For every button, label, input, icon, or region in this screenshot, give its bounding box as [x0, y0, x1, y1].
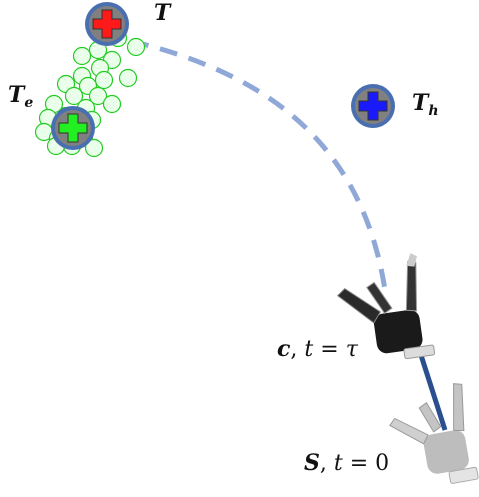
sample-circle [84, 138, 104, 158]
label-target-te-symbol: T [8, 82, 25, 108]
label-s-comma: , [319, 451, 327, 476]
label-c-symbol: c [277, 336, 291, 362]
sample-circle [94, 70, 114, 90]
target-th-marker [351, 84, 395, 128]
label-target-te: Te [8, 82, 34, 111]
label-s-time-var: t [333, 451, 343, 476]
sample-circle [126, 37, 146, 57]
label-target-th: Th [412, 90, 439, 119]
executed-trajectory-solid [417, 351, 448, 431]
planned-trajectory-dashed [130, 38, 388, 291]
label-target-te-subscript: e [24, 95, 34, 111]
robot-hand-current-icon [336, 253, 436, 360]
plus-icon [358, 91, 388, 121]
robot-hand-start-icon [389, 383, 479, 484]
label-c-time-value: τ [345, 337, 358, 362]
sample-circle [72, 46, 92, 66]
sample-circle [118, 68, 138, 88]
label-c-time: c, t = τ [277, 336, 358, 362]
label-target-t-symbol: T [154, 0, 171, 26]
label-c-time-var: t [304, 337, 314, 362]
label-c-comma: , [290, 337, 298, 362]
label-target-t: T [154, 0, 170, 26]
label-s-time-value: 0 [375, 451, 390, 476]
label-s-symbol: S [304, 450, 320, 476]
target-te-marker [51, 106, 95, 150]
label-c-eq: = [320, 337, 339, 362]
sample-circle [64, 86, 84, 106]
label-s-eq: = [349, 451, 369, 476]
sample-circle [88, 86, 108, 106]
plus-icon [58, 113, 88, 143]
target-t-marker [85, 2, 129, 46]
label-target-th-subscript: h [428, 103, 439, 119]
sample-circle [102, 94, 122, 114]
label-s-time: S, t = 0 [304, 450, 389, 476]
label-target-th-symbol: T [412, 90, 429, 116]
plus-icon [92, 9, 122, 39]
